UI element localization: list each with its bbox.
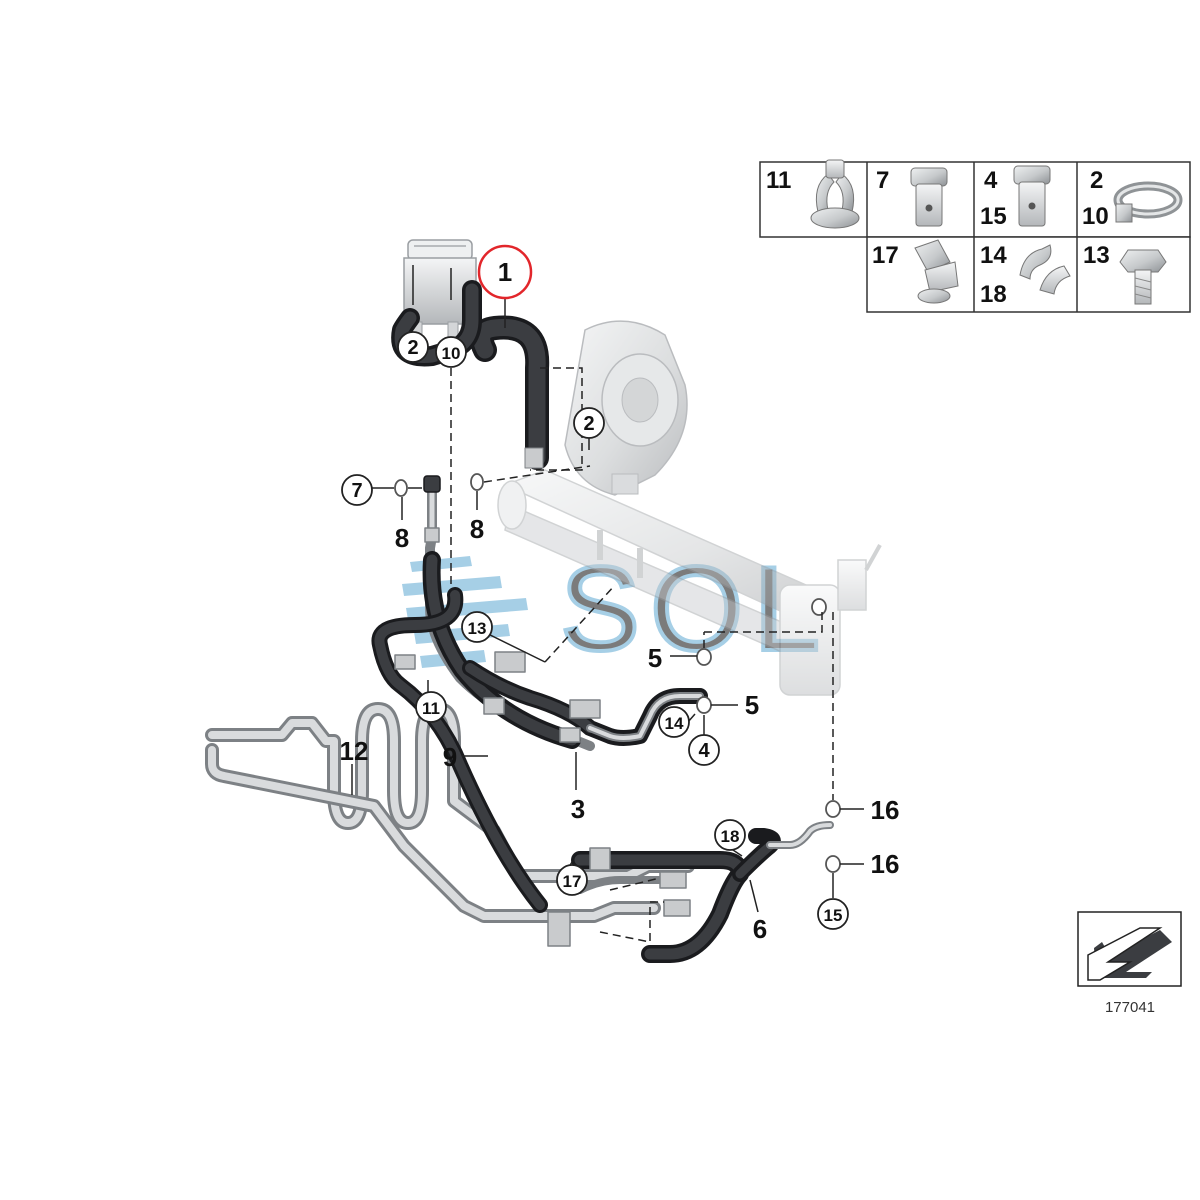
callout-18: 18 [714,819,746,851]
legend-label: 13 [1083,242,1110,269]
bracket-clip-icon [914,239,959,304]
callout-5-lower: 5 [745,690,759,720]
callout-label: 4 [698,740,710,762]
callout-2: 2 [397,331,429,363]
banjo-bolt-icon [1013,165,1051,227]
legend-cell-bracket-clip-17: 17 [872,239,959,304]
washer [811,598,827,616]
callout-label: 13 [468,619,487,638]
legend-label: 14 [980,242,1007,269]
callout-4: 4 [688,734,720,766]
hex-bolt-icon [1119,249,1167,305]
callout-label: 2 [583,413,594,435]
callout-1-highlighted: 1 [477,244,533,300]
figure-reference-number: 177041 [1105,999,1155,1016]
legend-label: 2 [1090,167,1103,194]
legend-label: 7 [876,167,889,194]
callout-label: 11 [422,699,440,718]
callout-12: 12 [340,736,369,766]
callout-label: 14 [665,714,684,733]
banjo-bolt-icon [910,167,948,227]
callout-11: 11 [415,691,447,723]
callout-9: 9 [443,742,457,772]
washer [470,473,484,491]
clip-icon [810,159,860,229]
callout-label: 18 [721,827,740,846]
callout-label: 1 [498,257,512,287]
callout-label: 17 [563,872,582,891]
legend-label: 4 [984,167,998,194]
callout-8-left: 8 [395,523,409,553]
legend-label: 15 [980,203,1007,230]
legend-cell-clip-11: 11 [766,159,860,229]
callout-7: 7 [341,474,373,506]
legend-cell-hose-clamp-2-10: 2 10 [1082,167,1183,230]
callout-17: 17 [556,864,588,896]
parts-legend-table: 11 7 4 15 [759,159,1191,313]
legend-label: 17 [872,242,899,269]
legend-label: 18 [980,281,1007,308]
callout-8-right: 8 [470,514,484,544]
power-steering-pump [564,320,688,496]
legend-cell-clip-14-18: 14 18 [980,242,1071,308]
callout-3: 3 [571,794,585,824]
callout-2-pump: 2 [573,407,605,439]
callout-16-upper: 16 [871,795,900,825]
callout-10: 10 [435,336,467,368]
watermark-logo-icon [402,556,528,668]
leader-lines [351,265,864,913]
hose-clamp-icon [1113,181,1183,223]
washer [696,696,712,714]
cooling-pipe-coil [205,702,695,947]
washer [394,479,408,497]
clip-icon [1019,244,1071,295]
legend-cell-banjo-bolt-4-15: 4 15 [980,165,1051,230]
washer [825,800,841,818]
washer [696,648,712,666]
legend-label: 11 [766,167,791,194]
callout-16-lower: 16 [871,849,900,879]
legend-cell-hex-bolt-13: 13 [1083,242,1167,305]
callout-13: 13 [461,611,493,643]
callout-label: 2 [407,337,418,359]
orientation-arrow-box: 177041 [1077,911,1182,1016]
callout-14: 14 [658,706,690,738]
washers [394,473,841,873]
callout-6: 6 [753,914,767,944]
washer [825,855,841,873]
direction-arrow-icon [1087,927,1172,981]
callouts: 1 2 10 2 7 8 8 13 5 5 14 [340,244,900,944]
callout-label: 15 [824,906,843,925]
legend-cell-banjo-bolt-7: 7 [876,167,948,227]
callout-15: 15 [817,898,849,930]
callout-label: 7 [351,480,362,502]
dash-lines [450,367,834,943]
callout-5-upper: 5 [648,643,662,673]
legend-label: 10 [1082,203,1109,230]
callout-label: 10 [442,344,461,363]
